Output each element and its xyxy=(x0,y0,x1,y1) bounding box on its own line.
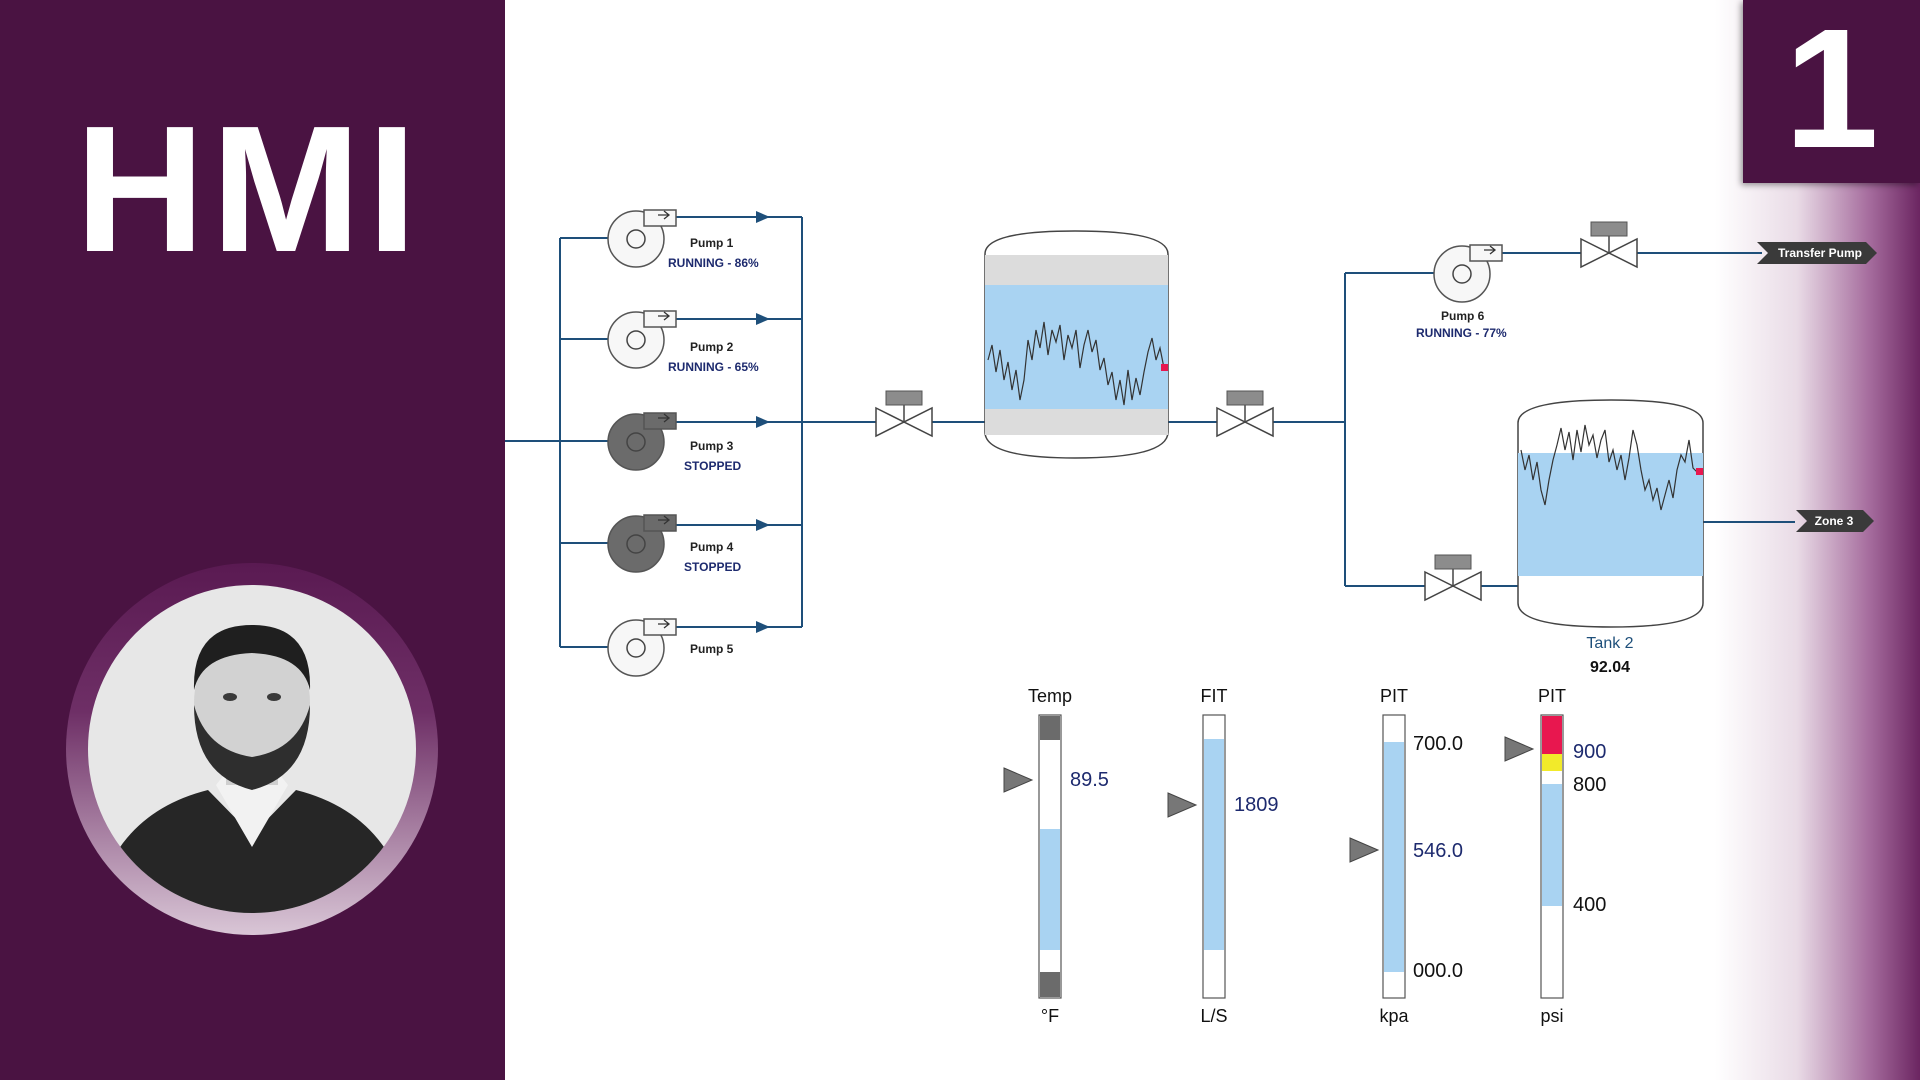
pointer-triangle-icon xyxy=(1504,736,1535,762)
pressure-kpa-gauge: PIT 700.0 546.0 000.0 kpa xyxy=(1349,686,1463,1026)
tank-1-trend-line xyxy=(987,321,1165,406)
zone-3-tag[interactable]: Zone 3 xyxy=(1796,510,1874,532)
temp-gauge-unit: °F xyxy=(1041,1006,1059,1026)
pressure-psi-gauge-value: 900 xyxy=(1573,741,1606,763)
tank-2-name: Tank 2 xyxy=(1586,635,1633,652)
tank-2-trend-line xyxy=(1520,424,1698,511)
tank-1-current-marker xyxy=(1161,364,1168,371)
pump-icon xyxy=(607,209,677,268)
pressure-kpa-scale-bottom: 000.0 xyxy=(1413,960,1463,982)
pressure-kpa-gauge-unit: kpa xyxy=(1379,1006,1409,1026)
flow-gauge-title: FIT xyxy=(1201,686,1228,706)
temp-gauge-value: 89.5 xyxy=(1070,769,1109,791)
transfer-pump-tag[interactable]: Transfer Pump xyxy=(1757,242,1877,264)
pump-icon xyxy=(607,618,677,677)
pump-icon xyxy=(607,514,677,573)
flow-gauge-fill xyxy=(1204,739,1224,950)
pressure-psi-gauge-unit: psi xyxy=(1540,1006,1563,1026)
valve-3[interactable] xyxy=(1580,221,1638,268)
page-title: HMI xyxy=(75,89,423,290)
pump-icon xyxy=(607,412,677,471)
pump-3-status: STOPPED xyxy=(684,459,741,473)
pressure-kpa-gauge-title: PIT xyxy=(1380,686,1408,706)
flow-gauge: FIT 1809 L/S xyxy=(1167,686,1279,1026)
left-brand-panel: HMI xyxy=(0,0,505,1080)
avatar xyxy=(88,585,416,913)
tank-2-value: 92.04 xyxy=(1590,659,1630,676)
pump-1[interactable] xyxy=(607,209,677,268)
valve-icon xyxy=(1216,390,1274,437)
valve-icon xyxy=(1424,554,1482,601)
valve-icon xyxy=(875,390,933,437)
arrow-tag-icon xyxy=(1757,242,1877,264)
tank-2[interactable] xyxy=(1517,399,1704,628)
pump-2-status: RUNNING - 65% xyxy=(668,360,759,374)
episode-badge: 1 xyxy=(1743,0,1920,183)
pointer-triangle-icon xyxy=(1349,837,1380,863)
valve-1[interactable] xyxy=(875,390,933,437)
tank-2-current-marker xyxy=(1696,468,1703,475)
psi-warning-band xyxy=(1542,754,1562,771)
pointer-triangle-icon xyxy=(1003,767,1034,793)
pump-5[interactable] xyxy=(607,618,677,677)
pressure-psi-gauge: PIT 900 800 400 psi xyxy=(1504,686,1606,1026)
arrow-tag-icon xyxy=(1796,510,1874,532)
pump-5-name: Pump 5 xyxy=(690,642,734,656)
pump-3[interactable] xyxy=(607,412,677,471)
pump-6-name: Pump 6 xyxy=(1441,309,1485,323)
valve-icon xyxy=(1580,221,1638,268)
pump-icon xyxy=(607,310,677,369)
pump-4-status: STOPPED xyxy=(684,560,741,574)
pump-1-status: RUNNING - 86% xyxy=(668,256,759,270)
pressure-psi-scale-400: 400 xyxy=(1573,894,1606,916)
valve-2[interactable] xyxy=(1216,390,1274,437)
pump-2[interactable] xyxy=(607,310,677,369)
tank-1[interactable] xyxy=(984,230,1169,459)
pump-3-name: Pump 3 xyxy=(690,439,734,453)
pointer-triangle-icon xyxy=(1167,792,1198,818)
pressure-psi-gauge-fill xyxy=(1542,784,1562,906)
pump-2-name: Pump 2 xyxy=(690,340,734,354)
flow-gauge-unit: L/S xyxy=(1200,1006,1227,1026)
pressure-psi-scale-800: 800 xyxy=(1573,774,1606,796)
pressure-kpa-scale-top: 700.0 xyxy=(1413,733,1463,755)
zone-3-label: Zone 3 xyxy=(1815,514,1854,528)
episode-number: 1 xyxy=(1784,0,1879,184)
valve-4[interactable] xyxy=(1424,554,1482,601)
pump-6[interactable] xyxy=(1433,244,1503,303)
flow-arrows xyxy=(756,211,770,633)
temp-gauge-title: Temp xyxy=(1028,686,1072,706)
pump-icon xyxy=(1433,244,1503,303)
pump-4-name: Pump 4 xyxy=(690,540,734,554)
pump-1-name: Pump 1 xyxy=(690,236,734,250)
transfer-pump-label: Transfer Pump xyxy=(1778,246,1862,260)
psi-high-alarm-band xyxy=(1542,716,1562,754)
temp-gauge-fill xyxy=(1040,829,1060,950)
pressure-kpa-gauge-value: 546.0 xyxy=(1413,840,1463,862)
temp-gauge: Temp 89.5 °F xyxy=(1003,686,1109,1026)
pressure-kpa-gauge-fill xyxy=(1384,742,1404,972)
pump-4[interactable] xyxy=(607,514,677,573)
pump-6-status: RUNNING - 77% xyxy=(1416,326,1507,340)
avatar-portrait xyxy=(88,585,416,913)
flow-gauge-value: 1809 xyxy=(1234,794,1279,816)
pressure-psi-gauge-title: PIT xyxy=(1538,686,1566,706)
